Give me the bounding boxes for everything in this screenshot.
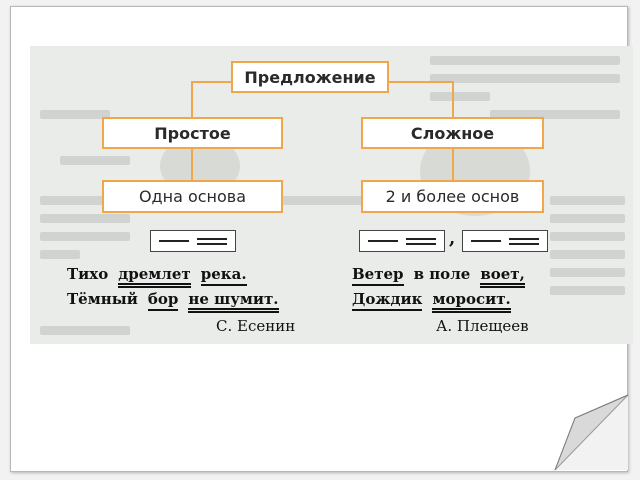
- connector-right-down: [452, 147, 454, 180]
- word: Тихо: [67, 265, 109, 283]
- complex-sentence-box: Сложное: [361, 117, 544, 149]
- many-bases-box: 2 и более основ: [361, 180, 544, 213]
- word-predicate: моросит.: [432, 290, 511, 313]
- word-subject: бор: [147, 290, 179, 311]
- word-predicate: воет,: [480, 265, 525, 288]
- connector-v-right: [452, 81, 454, 118]
- scheme-simple: [150, 230, 236, 252]
- simple-example-line-2: Тёмный бор не шумит.: [67, 290, 279, 313]
- author-pleshcheev: А. Плещеев: [436, 317, 529, 335]
- complex-label: Сложное: [410, 123, 495, 143]
- many-bases-label: 2 и более основ: [385, 187, 520, 206]
- connector-v-left: [191, 81, 193, 118]
- word-subject: Дождик: [352, 290, 423, 311]
- one-base-box: Одна основа: [102, 180, 283, 213]
- scheme-comma: ,: [449, 228, 456, 249]
- scheme-complex-part1: [359, 230, 445, 252]
- word-subject: Ветер: [352, 265, 404, 286]
- simple-label: Простое: [154, 123, 231, 143]
- word: в поле: [413, 265, 471, 283]
- word-predicate: не шумит.: [188, 290, 279, 313]
- scheme-complex-part2: [462, 230, 548, 252]
- word-predicate: дремлет: [118, 265, 191, 288]
- word-subject: река.: [200, 265, 247, 286]
- word: Тёмный: [67, 290, 138, 308]
- simple-sentence-box: Простое: [102, 117, 283, 149]
- connector-h-right: [388, 81, 453, 83]
- connector-h-left: [191, 81, 232, 83]
- one-base-label: Одна основа: [138, 187, 247, 206]
- root-box-predlozhenie: Предложение: [231, 61, 389, 93]
- root-label: Предложение: [244, 67, 376, 87]
- complex-example-line-1: Ветер в поле воет,: [352, 265, 525, 288]
- connector-left-down: [191, 147, 193, 180]
- author-esenin: С. Есенин: [216, 317, 296, 335]
- complex-example-line-2: Дождик моросит.: [352, 290, 511, 313]
- simple-example-line-1: Тихо дремлет река.: [67, 265, 247, 288]
